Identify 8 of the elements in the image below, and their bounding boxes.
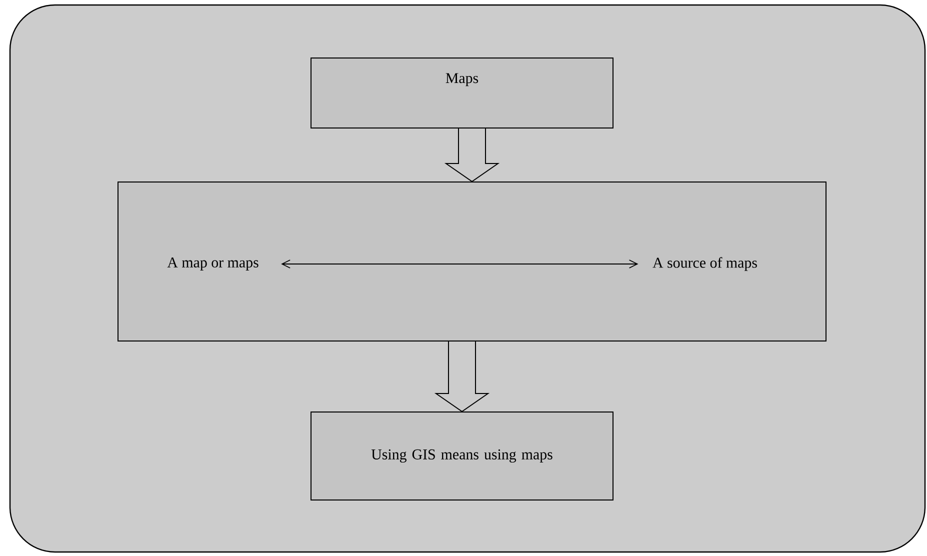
block-arrow bbox=[434, 341, 490, 412]
process-box bbox=[118, 182, 826, 342]
box-text: A source of maps bbox=[652, 257, 757, 271]
double-arrow bbox=[281, 260, 638, 268]
process-box: Maps bbox=[310, 58, 614, 128]
process-box: Using GIS means using maps bbox=[310, 412, 614, 500]
box-text: A map or maps bbox=[167, 257, 258, 271]
block-arrow bbox=[444, 128, 500, 182]
